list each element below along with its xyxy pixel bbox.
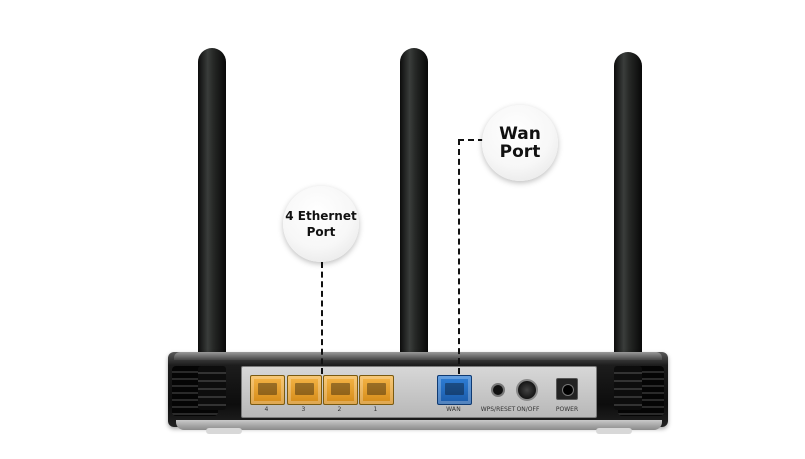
lan-port-4 <box>250 375 285 405</box>
right-antenna <box>614 52 642 378</box>
wan-callout-line-vertical <box>458 139 460 374</box>
wps-reset-label: WPS/RESET <box>480 406 516 413</box>
lan-port-2 <box>323 375 358 405</box>
router-foot-left <box>206 428 242 434</box>
right-antenna-joint <box>614 366 642 410</box>
ethernet-callout-line <box>321 262 323 374</box>
power-label: POWER <box>555 406 579 413</box>
router-top-edge <box>174 352 662 360</box>
lan-port-2-label: 2 <box>337 406 342 413</box>
wan-callout-line-horizontal <box>458 139 484 141</box>
ethernet-callout-line1: 4 Ethernet <box>285 209 357 223</box>
wan-callout-line2: Port <box>499 142 541 162</box>
ethernet-port-callout: 4 Ethernet Port <box>283 186 359 262</box>
ethernet-callout-line2: Port <box>306 225 336 239</box>
wan-port <box>437 375 472 405</box>
wan-port-callout: Wan Port <box>482 105 558 181</box>
router-base <box>176 420 662 430</box>
left-antenna <box>198 48 226 378</box>
wps-reset-button <box>491 383 505 397</box>
router-foot-right <box>596 428 632 434</box>
power-switch <box>516 379 538 401</box>
left-antenna-joint <box>198 366 226 410</box>
center-antenna <box>400 48 428 378</box>
lan-port-1-label: 1 <box>373 406 378 413</box>
wan-port-label: WAN <box>446 406 461 413</box>
power-jack <box>556 378 578 400</box>
lan-port-1 <box>359 375 394 405</box>
lan-port-4-label: 4 <box>264 406 269 413</box>
lan-port-3-label: 3 <box>301 406 306 413</box>
wan-callout-line1: Wan <box>499 124 541 144</box>
onoff-label: ON/OFF <box>516 406 540 413</box>
lan-port-3 <box>287 375 322 405</box>
